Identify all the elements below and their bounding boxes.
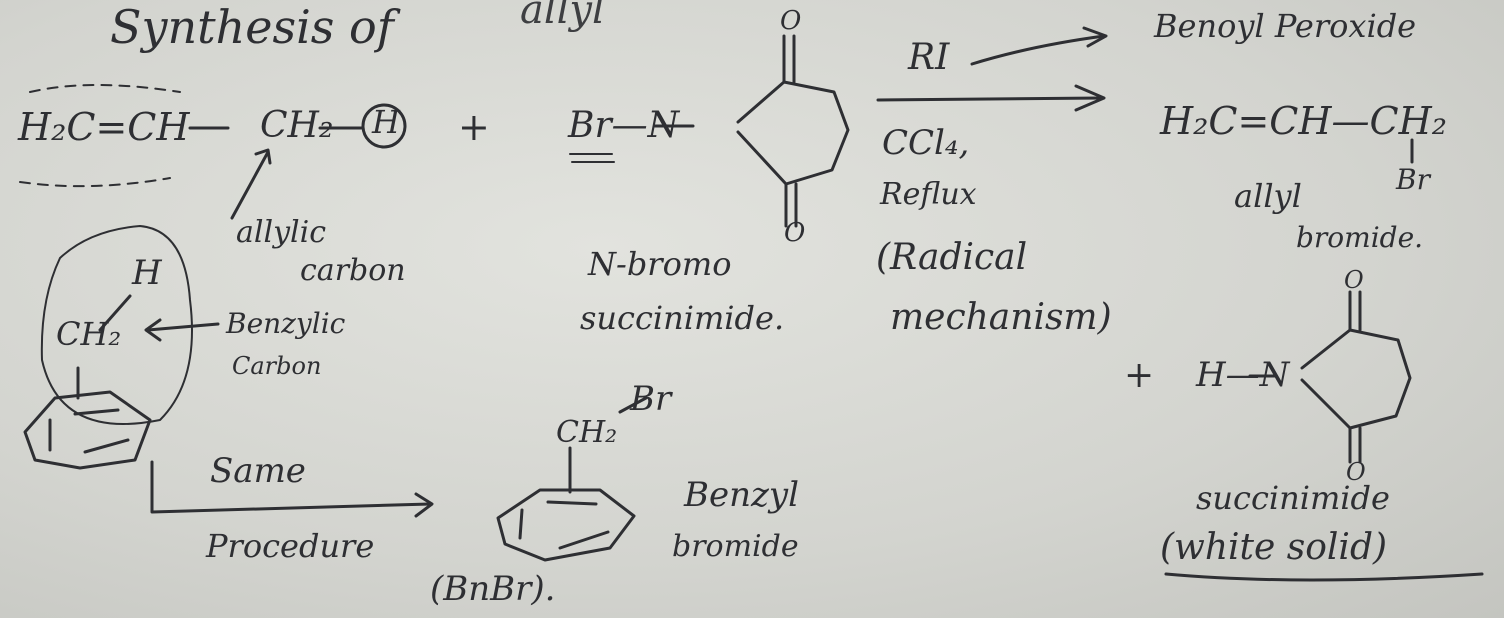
white-solid-underline: [1164, 572, 1484, 582]
dashed-scribble: [29, 84, 181, 93]
solvent-ccl4: CCl₄,: [882, 123, 970, 163]
nbs-br-n: Br—N: [568, 105, 680, 146]
nbs-name-1: N-bromo: [588, 245, 732, 283]
procedure-label: Procedure: [206, 527, 375, 565]
ri-pointer-arrow: [970, 34, 1106, 66]
ring-1-double-b: [73, 408, 120, 416]
nbs-ring: [736, 80, 850, 186]
product-name-1: allyl: [1234, 177, 1302, 215]
same-procedure-arrow: [150, 460, 432, 514]
ri-pointer-head: [1082, 26, 1108, 48]
benzylic-arrow: [146, 322, 220, 332]
nbs-o-bottom: O: [784, 218, 806, 248]
bnbr-abbreviation: (BnBr).: [430, 569, 556, 609]
circled-h: H: [372, 103, 400, 141]
benzoyl-peroxide: Benoyl Peroxide: [1154, 7, 1417, 45]
reaction-arrow-head: [1074, 84, 1106, 112]
plus-sign-1: +: [458, 105, 490, 149]
product-br: Br: [1396, 163, 1430, 196]
ring-1-double-c: [83, 438, 130, 454]
bnbr-br: Br: [630, 379, 672, 419]
allylic-arrow: [230, 150, 270, 220]
white-solid-label: (white solid): [1160, 527, 1388, 568]
allylic-label: allylic: [236, 215, 327, 250]
succ-h-n: H—N: [1196, 355, 1290, 395]
benzene-ring-1: [23, 390, 152, 470]
benzylic-outline: [40, 225, 193, 425]
same-procedure-arrow-head: [414, 492, 434, 518]
benzylic-carbon-label: Carbon: [232, 352, 322, 380]
benzylic-h: H: [132, 253, 162, 293]
reaction-arrow: [876, 96, 1104, 102]
benzyl-name-1: Benzyl: [684, 475, 799, 515]
page-title-tail: allyl: [520, 0, 605, 33]
ri-reagent: RI: [908, 37, 950, 78]
benzyl-name-2: bromide: [672, 529, 799, 564]
allylic-arrow-head: [254, 148, 272, 165]
propene-formula: H₂C=CH: [18, 105, 190, 149]
bnbr-ch2-br-bond: [618, 396, 648, 414]
nbs-o-top: O: [780, 6, 802, 36]
benzene-ring-2: [496, 488, 636, 562]
allyl-bromide-formula: H₂C=CH—CH₂: [1160, 99, 1447, 143]
succ-o-top: O: [1344, 266, 1364, 294]
dashed-scribble-lower: [19, 177, 171, 188]
ring-2-double-a: [518, 508, 524, 540]
bond-ch2-h-benzylic: [98, 294, 132, 332]
plus-sign-2: +: [1124, 355, 1155, 396]
succinimide-name: succinimide: [1196, 479, 1390, 517]
same-label: Same: [210, 451, 306, 491]
benzylic-ch2: CH₂: [56, 315, 122, 353]
ring-2-double-b: [546, 500, 598, 506]
circled-h-ring: [361, 103, 407, 149]
succ-o-bottom: O: [1346, 458, 1366, 486]
mechanism-label-1: (Radical: [876, 237, 1028, 278]
allylic-carbon-label: carbon: [300, 253, 406, 288]
allylic-ch2: CH₂: [260, 105, 334, 146]
bnbr-ch2: CH₂: [556, 415, 618, 450]
benzylic-arrow-head: [144, 318, 162, 342]
benzylic-label: Benzylic: [226, 307, 346, 340]
ring-2-double-c: [558, 530, 610, 550]
reflux-label: Reflux: [880, 177, 977, 212]
mechanism-label-2: mechanism): [890, 297, 1112, 338]
page-title: Synthesis of: [110, 0, 394, 54]
succinimide-ring: [1300, 328, 1412, 430]
nbs-name-2: succinimide.: [580, 299, 785, 337]
product-name-2: bromide.: [1296, 221, 1424, 254]
